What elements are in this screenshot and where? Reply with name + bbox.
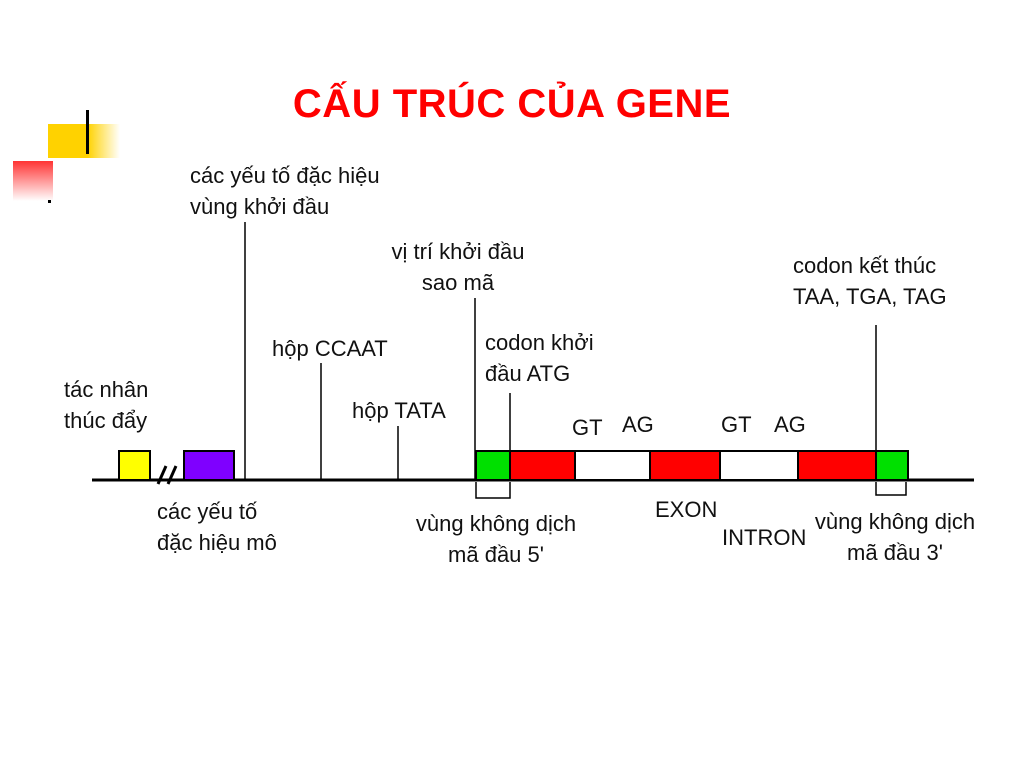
break-mark-2 xyxy=(166,465,178,485)
stop-codon-label-line2: TAA, TGA, TAG xyxy=(793,284,947,309)
ag-label-2: AG xyxy=(774,412,806,437)
decor-vertical-line xyxy=(86,110,89,154)
transcription-start-label-line1: vị trí khởi đầu xyxy=(391,239,525,264)
decor-dot xyxy=(48,200,51,203)
initiation-factors-label-line2: vùng khởi đầu xyxy=(190,194,330,219)
utr5-box xyxy=(475,450,511,481)
decor-yellow-block xyxy=(48,124,120,158)
utr5-label: vùng không dịch mã đầu 5' xyxy=(408,508,584,570)
decor-red-block xyxy=(13,161,53,201)
intron-1 xyxy=(574,450,651,481)
intron-2 xyxy=(719,450,799,481)
tissue-specific-box xyxy=(183,450,235,481)
tata-box-label: hộp TATA xyxy=(352,398,446,423)
enhancer-label-line1: tác nhân xyxy=(64,377,149,402)
enhancer-label-line2: thúc đẩy xyxy=(64,408,148,433)
slide-title: CẤU TRÚC CỦA GENE xyxy=(292,82,732,126)
intron-label: INTRON xyxy=(722,525,807,550)
enhancer-box xyxy=(118,450,151,481)
gt-label-2: GT xyxy=(721,412,752,437)
enhancer-label: tác nhân thúc đẩy xyxy=(64,374,148,436)
break-mark-1 xyxy=(156,465,168,485)
stop-codon-label: codon kết thúc TAA, TGA, TAG xyxy=(793,250,947,312)
gt-label-1: GT xyxy=(572,415,603,440)
tissue-specific-label: các yếu tố đặc hiệu mô xyxy=(157,496,277,558)
utr3-label-line2: mã đầu 3' xyxy=(847,540,943,565)
ccaat-box-label: hộp CCAAT xyxy=(272,336,388,361)
utr3-box xyxy=(875,450,909,481)
ag-label-1: AG xyxy=(622,412,654,437)
utr3-label: vùng không dịch mã đầu 3' xyxy=(810,506,980,568)
transcription-start-label: vị trí khởi đầu sao mã xyxy=(388,236,528,298)
utr5-label-line1: vùng không dịch xyxy=(415,511,577,536)
tissue-specific-label-line2: đặc hiệu mô xyxy=(157,530,277,555)
start-codon-label-line1: codon khởi xyxy=(485,330,594,355)
transcription-start-label-line2: sao mã xyxy=(421,270,495,295)
utr3-bracket xyxy=(875,482,907,496)
tissue-specific-label-line1: các yếu tố xyxy=(157,499,258,524)
stop-codon-label-line1: codon kết thúc xyxy=(793,253,937,278)
exon-3 xyxy=(797,450,877,481)
initiation-factors-label-line1: các yếu tố đặc hiệu xyxy=(190,163,380,188)
utr3-label-line1: vùng không dịch xyxy=(814,509,976,534)
start-codon-label: codon khởi đầu ATG xyxy=(485,327,594,389)
exon-1 xyxy=(509,450,576,481)
utr5-label-line2: mã đầu 5' xyxy=(448,542,544,567)
initiation-factors-label: các yếu tố đặc hiệu vùng khởi đầu xyxy=(190,160,380,222)
exon-label: EXON xyxy=(655,497,718,522)
exon-2 xyxy=(649,450,721,481)
utr5-bracket xyxy=(475,482,511,499)
start-codon-label-line2: đầu ATG xyxy=(485,361,571,386)
